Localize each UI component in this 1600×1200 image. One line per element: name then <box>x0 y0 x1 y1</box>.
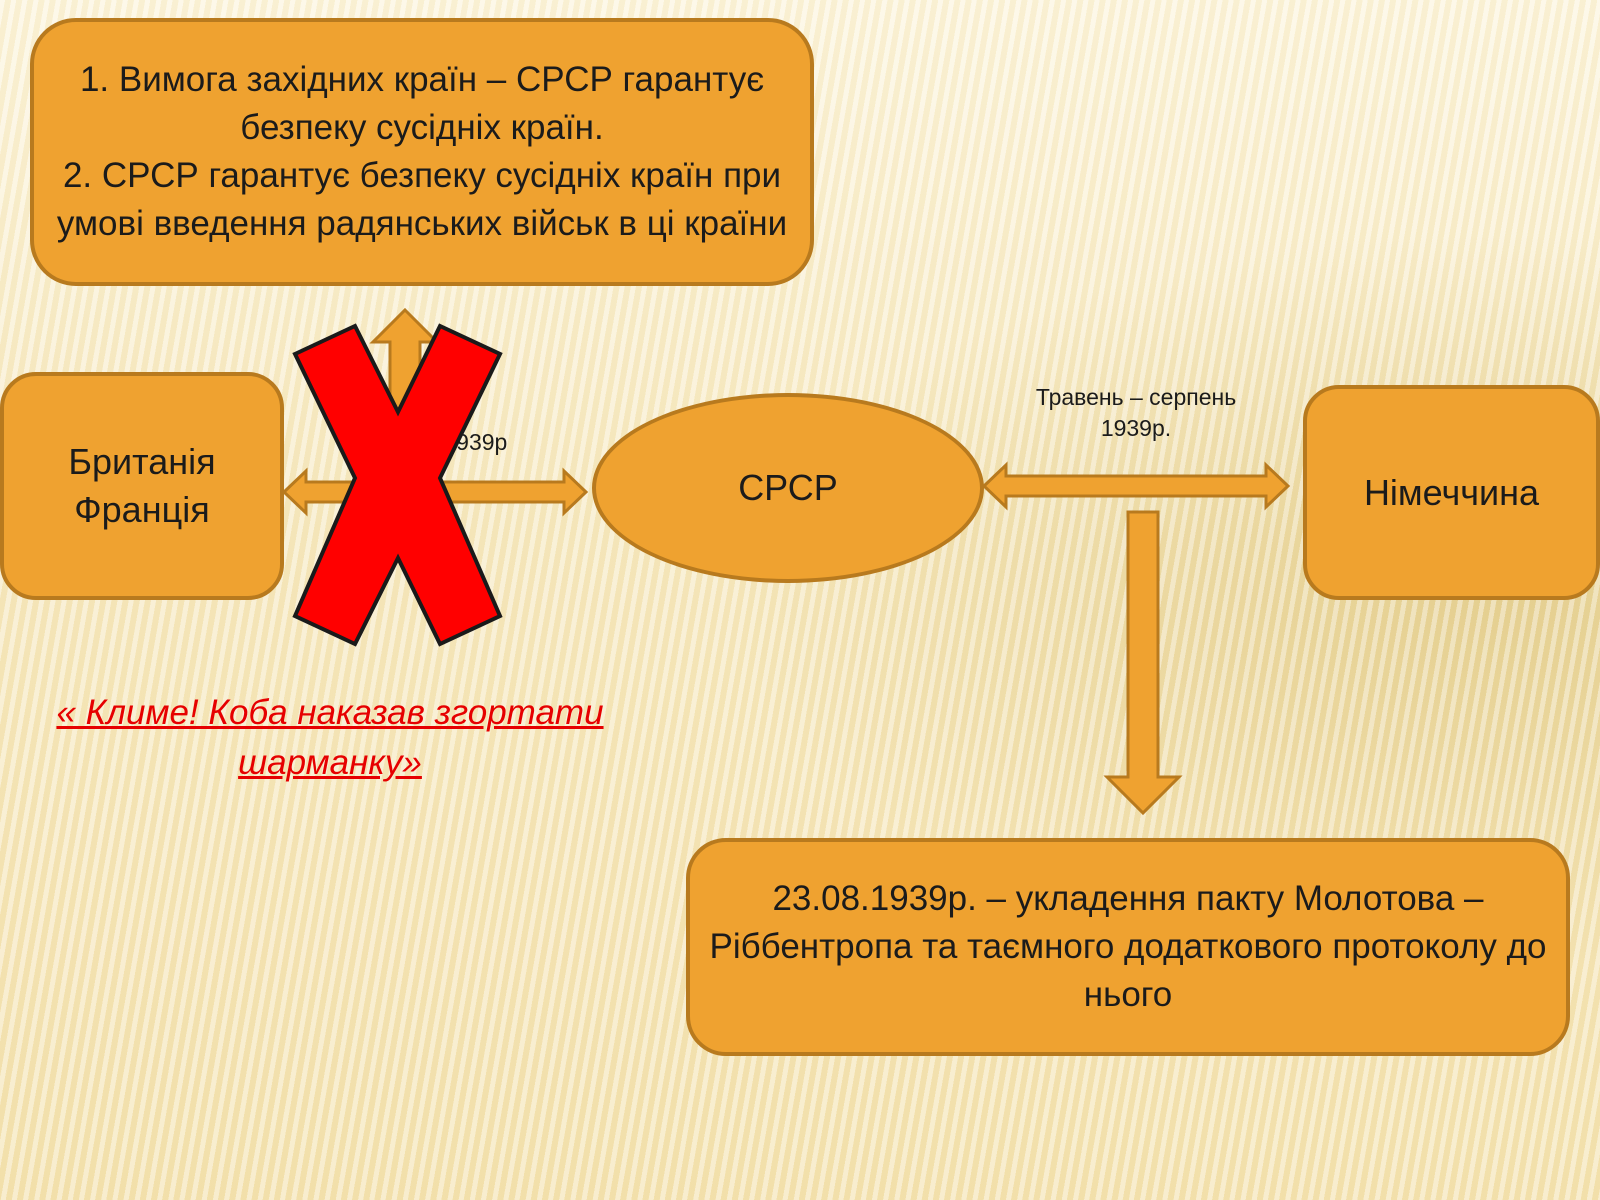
pact-text: 23.08.1939р. – укладення пакту Молотова … <box>709 879 1547 1014</box>
west-talks-date-label: 08. 08. 1939р <box>366 429 508 455</box>
red-cross-icon <box>292 323 503 647</box>
britain-france-text: Британія Франція <box>68 441 216 530</box>
germany-text: Німеччина <box>1363 471 1540 513</box>
double-arrow-ussr-germany <box>981 461 1291 511</box>
demands-box: 1. Вимога західних країн – СРСР гарантує… <box>30 18 814 286</box>
britain-france-box: Британія Франція <box>0 372 284 600</box>
pact-box: 23.08.1939р. – укладення пакту Молотова … <box>686 838 1570 1056</box>
germany-box: Німеччина <box>1303 385 1600 600</box>
up-arrow-to-demands <box>369 307 441 432</box>
double-arrow-west-ussr <box>281 467 589 517</box>
ussr-ellipse: СРСР <box>592 393 984 583</box>
ussr-text: СРСР <box>738 467 838 508</box>
down-arrow-to-pact <box>1103 510 1183 816</box>
demands-text: 1. Вимога західних країн – СРСР гарантує… <box>56 60 788 243</box>
stalin-quote: « Климе! Коба наказав згортати шарманку» <box>56 693 604 782</box>
germany-talks-date-label: Травень – серпень 1939р. <box>1035 384 1237 441</box>
